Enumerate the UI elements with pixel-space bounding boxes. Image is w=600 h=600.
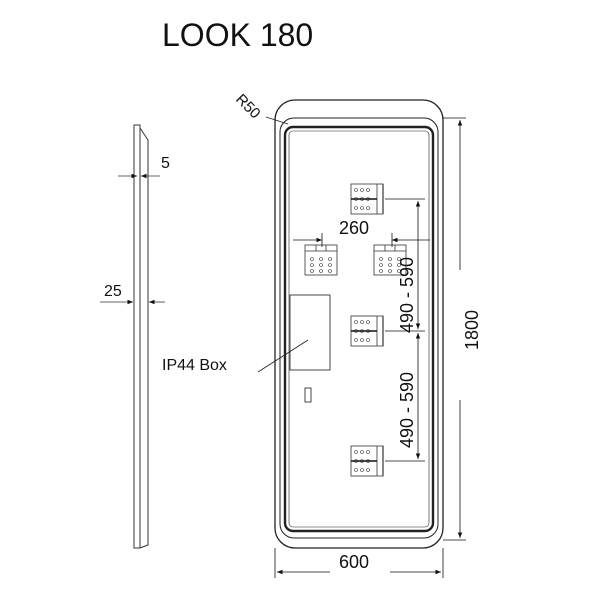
height-label: 1800 [462,310,482,350]
mounting-clip [350,315,384,347]
mounting-clip [350,445,384,477]
dimension-lines [274,117,466,578]
side-profile [100,124,165,549]
clip-vertical-spacing-label-upper: 490 - 590 [397,257,417,333]
ip44-leader [257,339,309,373]
corner-radius-label: R50 [232,91,263,122]
ip44-box [289,294,331,403]
mounting-clip [350,183,384,215]
mounting-clip [304,244,338,276]
mirror-outline [274,99,444,549]
front-thickness-label: 5 [161,155,170,172]
clip-horizontal-spacing-label: 260 [339,218,369,238]
total-thickness-label: 25 [104,283,122,300]
ip44-box-label: IP44 Box [162,357,227,374]
width-label: 600 [339,552,369,572]
clip-vertical-spacing-label-lower: 490 - 590 [397,372,417,448]
radius-leader [265,116,289,125]
product-title: LOOK 180 [162,17,313,53]
